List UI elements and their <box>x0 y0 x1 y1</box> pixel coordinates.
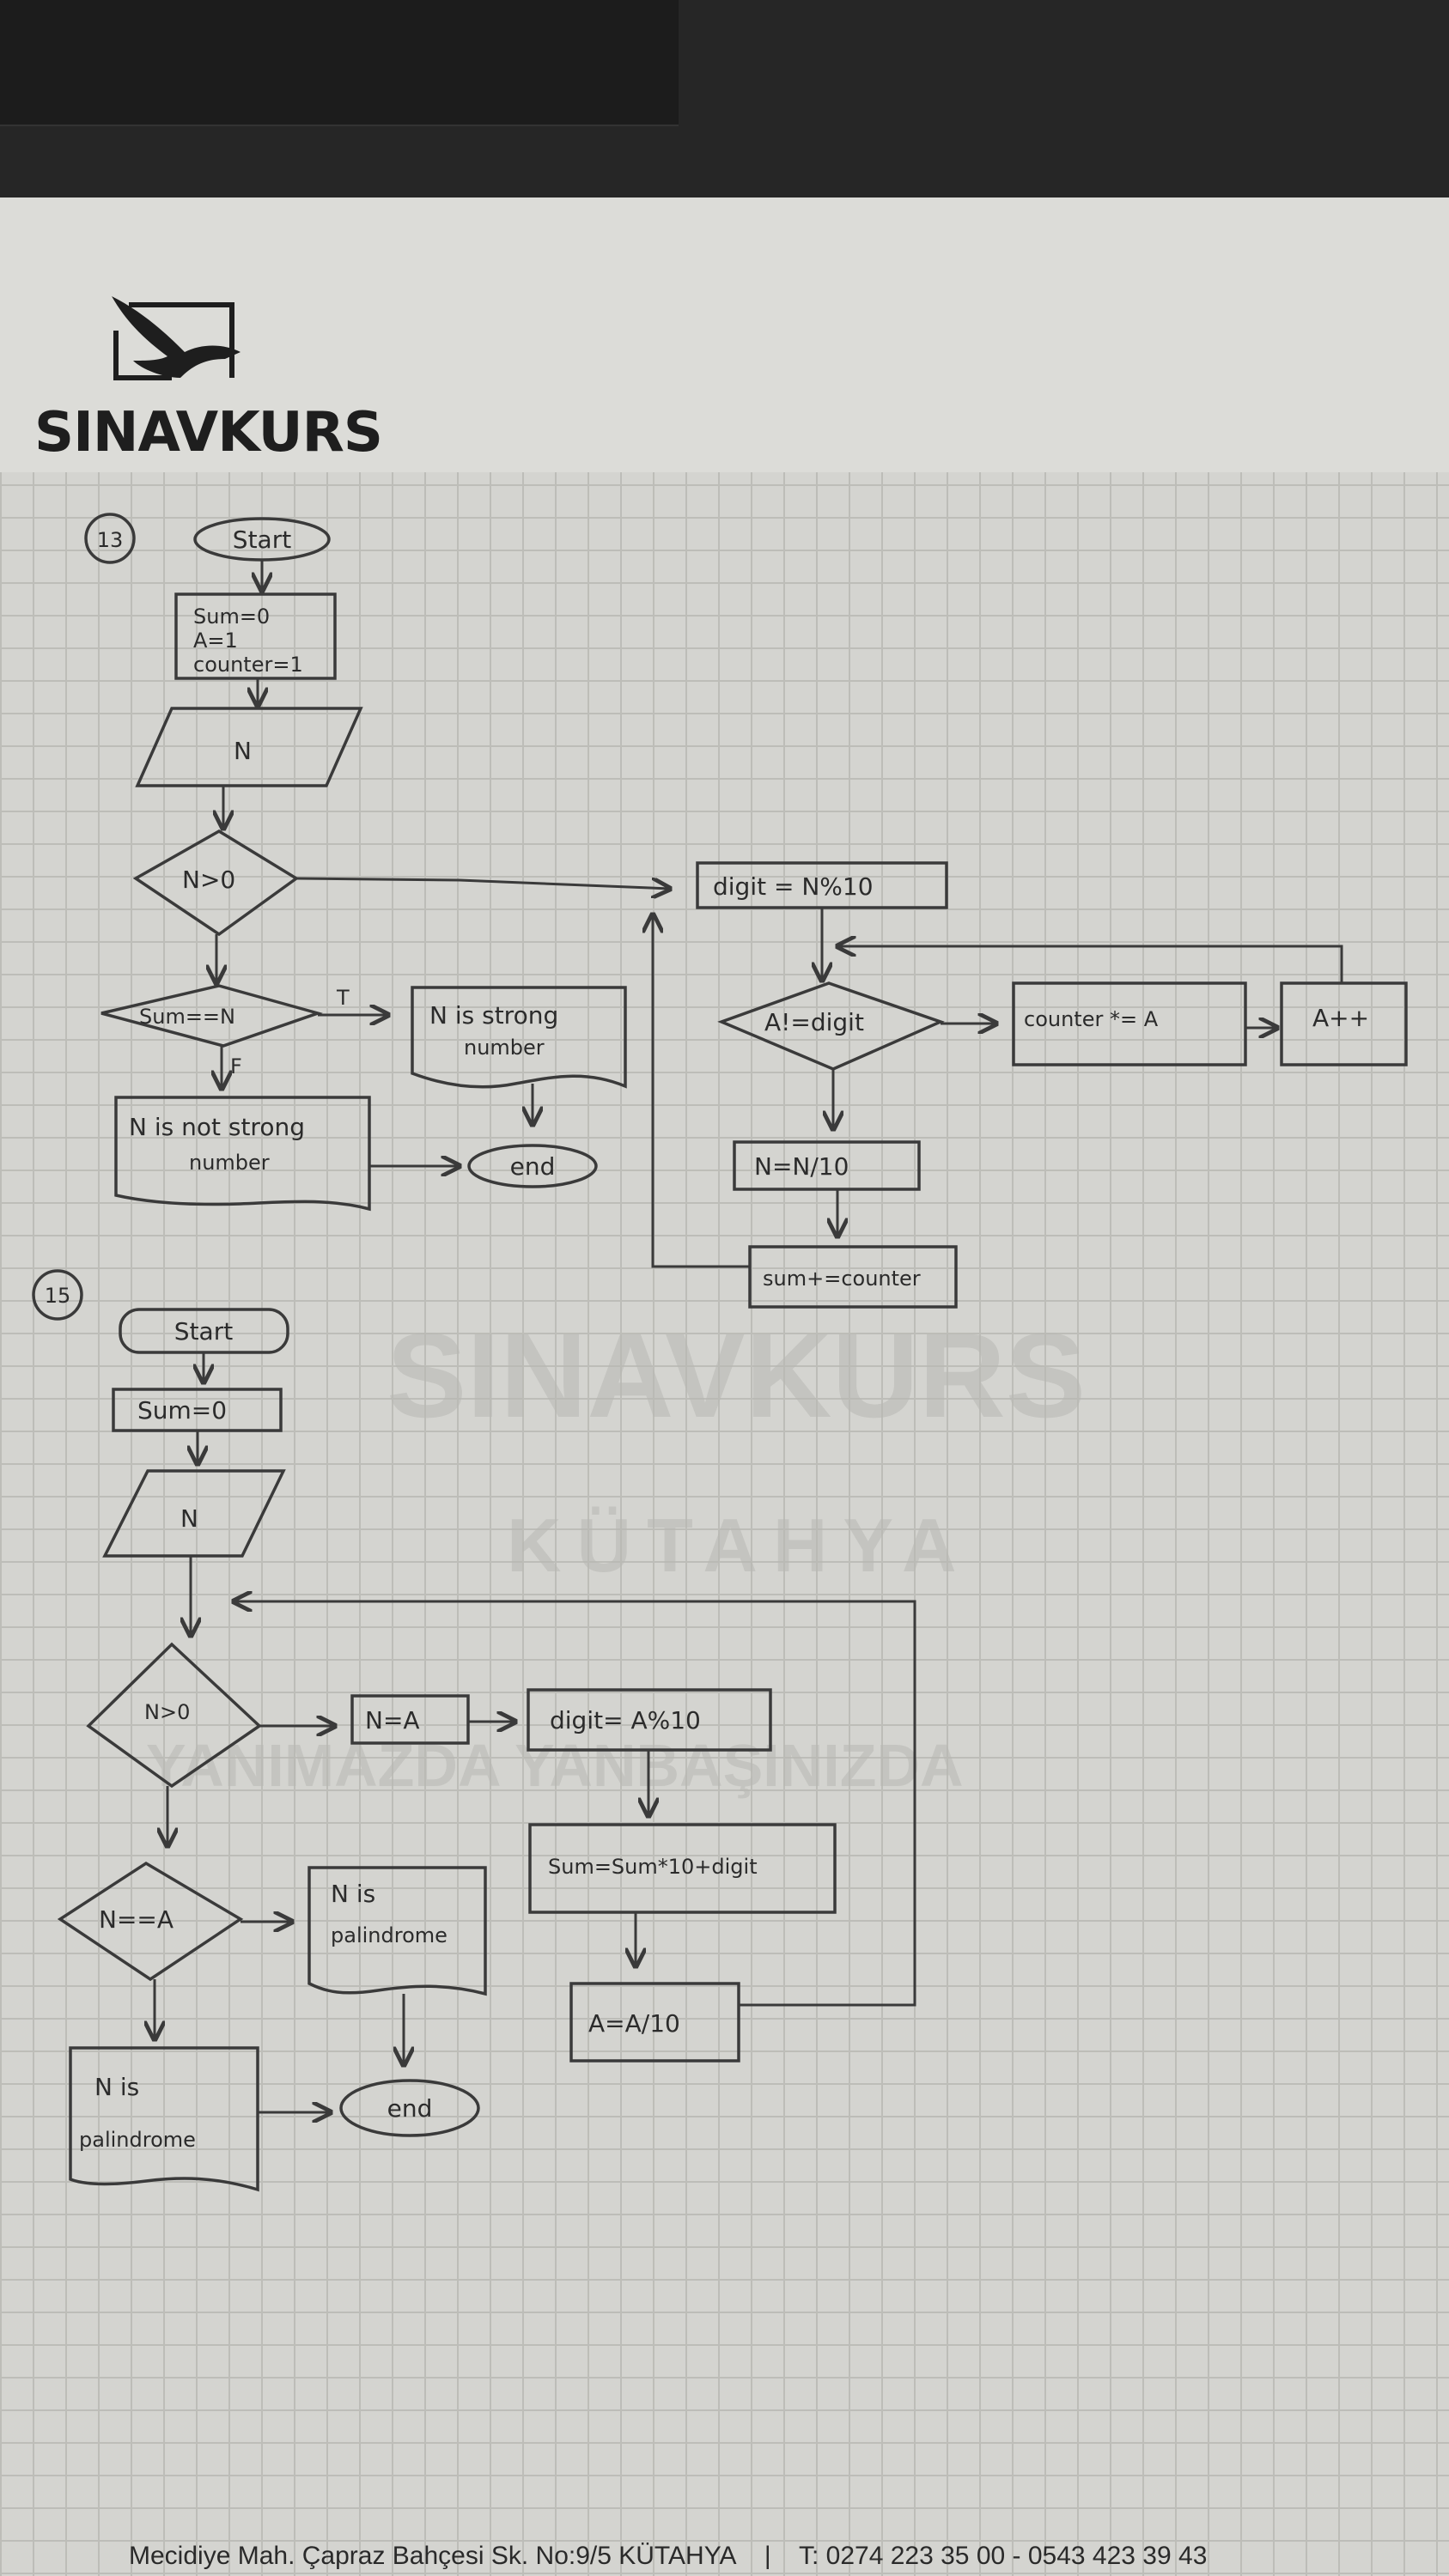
svg-text:15: 15 <box>45 1284 71 1308</box>
false-label: F <box>230 1054 242 1078</box>
output-strong-13: N is strong number <box>411 986 627 1089</box>
flowchart-13: 13 Start Sum=0 A=1 counter=1 N N>0 <box>84 513 1408 1309</box>
eagle-icon <box>112 296 240 380</box>
svg-text:N: N <box>234 737 252 765</box>
svg-text:digit = N%10: digit = N%10 <box>713 872 874 901</box>
input-n-15: N <box>102 1469 286 1558</box>
footer: Mecidiye Mah. Çapraz Bahçesi Sk. No:9/5 … <box>129 2542 1417 2576</box>
svg-text:Start: Start <box>174 1317 233 1346</box>
true-label: T <box>336 986 350 1010</box>
init-box-15: Sum=0 <box>112 1388 283 1432</box>
decision-n-equals-a-15: N==A <box>57 1861 244 1982</box>
footer-divider: | <box>764 2542 771 2570</box>
output-not-strong-13: N is not strong number <box>114 1096 371 1212</box>
svg-text:A=1: A=1 <box>193 629 238 653</box>
footer-address: Mecidiye Mah. Çapraz Bahçesi Sk. No:9/5 … <box>129 2542 737 2570</box>
svg-text:N is: N is <box>331 1880 375 1908</box>
svg-text:end: end <box>510 1152 556 1181</box>
svg-text:N is: N is <box>94 2073 139 2101</box>
paper-header-area <box>0 197 1449 472</box>
logo-text: SINAVKURS <box>34 401 382 465</box>
digit-box-13: digit = N%10 <box>696 861 948 909</box>
svg-text:Sum==N: Sum==N <box>139 1005 235 1029</box>
svg-text:digit= A%10: digit= A%10 <box>550 1706 701 1735</box>
a-increment-box-13: A++ <box>1280 981 1408 1066</box>
svg-text:Sum=Sum*10+digit: Sum=Sum*10+digit <box>548 1855 758 1879</box>
watermark: SINAVKURS KÜTAHYA YANIMAZDA YANBAŞINIZDA <box>146 1308 1086 1799</box>
svg-text:N>0: N>0 <box>182 866 235 894</box>
problem-15-number: 15 <box>32 1269 83 1321</box>
watermark-line-2: KÜTAHYA <box>507 1503 972 1588</box>
watermark-line-3: YANIMAZDA YANBAŞINIZDA <box>146 1732 964 1799</box>
svg-text:Sum=0: Sum=0 <box>193 605 270 629</box>
decision-n-positive-13: N>0 <box>132 829 300 937</box>
a-divide-box-15: A=A/10 <box>569 1982 740 2063</box>
svg-text:N is strong: N is strong <box>429 1001 558 1030</box>
svg-text:A!=digit: A!=digit <box>764 1008 864 1036</box>
svg-text:13: 13 <box>97 528 124 552</box>
n-divide-box-13: N=N/10 <box>733 1140 921 1191</box>
problem-13-number: 13 <box>84 513 136 564</box>
svg-text:N=A: N=A <box>365 1706 420 1735</box>
counter-box-13: counter *= A <box>1012 981 1247 1066</box>
svg-text:N: N <box>180 1504 198 1533</box>
flowchart-15: 15 Start Sum=0 N N>0 <box>32 1269 916 2192</box>
svg-text:number: number <box>189 1151 270 1175</box>
logo: SINAVKURS <box>34 296 383 465</box>
footer-phone: T: 0274 223 35 00 - 0543 423 39 43 <box>798 2542 1208 2570</box>
decision-a-not-digit-13: A!=digit <box>717 981 945 1071</box>
svg-text:counter=1: counter=1 <box>193 653 303 677</box>
output-yes-15: N is palindrome <box>307 1866 487 1996</box>
assign-box-15: N=A <box>350 1694 470 1745</box>
decision-sum-equals-n-13: Sum==N <box>100 984 323 1048</box>
watermark-line-1: SINAVKURS <box>387 1308 1086 1443</box>
svg-text:Sum=0: Sum=0 <box>137 1396 227 1425</box>
end-terminal-15: end <box>339 2079 480 2137</box>
svg-text:N=N/10: N=N/10 <box>754 1152 849 1181</box>
digit-box-15: digit= A%10 <box>527 1688 772 1752</box>
svg-text:A=A/10: A=A/10 <box>588 2009 680 2038</box>
svg-text:palindrome: palindrome <box>331 1923 447 1947</box>
start-terminal-13: Start <box>193 517 331 562</box>
end-terminal-13: end <box>467 1144 598 1188</box>
svg-text:N is not strong: N is not strong <box>129 1113 305 1141</box>
input-n-13: N <box>135 707 363 787</box>
svg-text:N==A: N==A <box>99 1905 174 1934</box>
svg-text:N>0: N>0 <box>144 1700 190 1724</box>
dark-object <box>0 0 679 126</box>
svg-text:A++: A++ <box>1312 1004 1369 1032</box>
svg-text:palindrome: palindrome <box>79 2128 196 2152</box>
svg-text:Start: Start <box>233 526 291 554</box>
svg-text:sum+=counter: sum+=counter <box>763 1267 921 1291</box>
svg-text:number: number <box>464 1036 545 1060</box>
sum-update-box-15: Sum=Sum*10+digit <box>528 1823 837 1914</box>
output-no-15: N is palindrome <box>69 2046 259 2192</box>
init-box-13: Sum=0 A=1 counter=1 <box>174 592 337 680</box>
decision-n-positive-15: N>0 <box>86 1642 262 1789</box>
sum-add-box-13: sum+=counter <box>748 1245 958 1309</box>
svg-text:counter *= A: counter *= A <box>1024 1007 1159 1031</box>
svg-text:end: end <box>387 2094 433 2123</box>
start-terminal-15: Start <box>119 1308 289 1354</box>
